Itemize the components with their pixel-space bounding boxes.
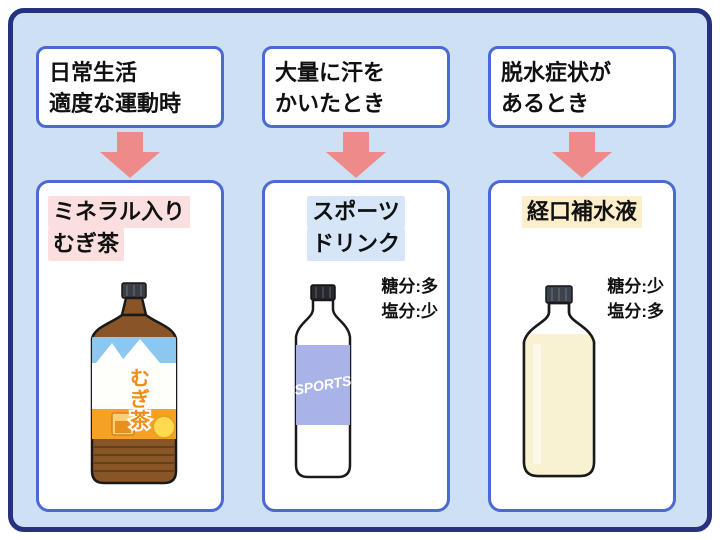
label-white-stripe <box>92 363 176 409</box>
liquid-highlight <box>533 344 541 464</box>
tea-glass-illustration <box>111 412 135 436</box>
drink-title: スポーツ ドリンク <box>265 196 447 261</box>
situation-box: 日常生活 適度な運動時 <box>36 46 224 128</box>
column-daily-life: 日常生活 適度な運動時 ミネラル入り むぎ茶 <box>36 13 224 527</box>
situation-line: 脱水症状が <box>501 60 612 85</box>
bottle-label <box>296 345 350 425</box>
drink-box: スポーツ ドリンク 糖分:多 塩分:少 <box>262 180 450 512</box>
situation-line: あるとき <box>501 90 590 116</box>
column-heavy-sweating: 大量に汗を かいたとき スポーツ ドリンク 糖分:多 塩分:少 <box>262 13 450 527</box>
drink-title-line: スポーツ <box>307 196 405 229</box>
barley-tea-bottle-illustration: む ぎ 茶 <box>90 282 178 485</box>
mountain-shape <box>120 339 160 363</box>
down-arrow-icon <box>326 132 386 178</box>
bottle-cap <box>310 284 336 301</box>
down-arrow-icon <box>100 132 160 178</box>
nutrient-line: 塩分:多 <box>607 301 664 321</box>
nutrient-line: 糖分:多 <box>381 277 438 296</box>
drink-box: 経口補水液 糖分:少 塩分:多 <box>488 180 676 512</box>
nutrient-info: 糖分:少 塩分:多 <box>607 275 664 324</box>
bottle-ribs <box>94 446 174 472</box>
situation-box: 脱水症状が あるとき <box>488 46 676 128</box>
label-badge <box>152 415 176 439</box>
situation-line: 適度な運動時 <box>49 90 182 116</box>
nutrient-line: 塩分:少 <box>381 301 438 321</box>
nutrient-line: 糖分:少 <box>607 277 664 296</box>
situation-box: 大量に汗を かいたとき <box>262 46 450 128</box>
drink-title: 経口補水液 <box>491 196 673 229</box>
down-arrow-icon <box>552 132 612 178</box>
bottle-neck <box>120 296 148 317</box>
situation-line: 日常生活 <box>49 60 138 85</box>
bottle-cap <box>545 285 573 304</box>
bottle-outline-overlay <box>522 301 596 478</box>
drink-box: ミネラル入り むぎ茶 <box>36 180 224 512</box>
drink-title: ミネラル入り むぎ茶 <box>39 196 221 261</box>
drink-title-line: むぎ茶 <box>48 228 125 261</box>
sports-drink-bottle-illustration: SPORTS <box>293 284 353 479</box>
bottle-cap <box>121 282 147 299</box>
mountain-shape <box>96 343 126 363</box>
nutrient-info: 糖分:多 塩分:少 <box>381 275 438 324</box>
down-arrow-shape <box>100 132 160 178</box>
label-char: ぎ <box>130 387 150 411</box>
down-arrow-shape <box>552 132 612 178</box>
oral-rehydration-bottle-illustration <box>522 285 596 478</box>
frame: 日常生活 適度な運動時 ミネラル入り むぎ茶 <box>8 8 712 532</box>
column-dehydration: 脱水症状が あるとき 経口補水液 糖分:少 塩分:多 <box>488 13 676 527</box>
label-char: 茶 <box>130 409 151 432</box>
label-char: む <box>130 368 150 390</box>
drink-title-line: ミネラル入り <box>48 196 191 229</box>
situation-line: 大量に汗を <box>275 60 386 85</box>
drink-title-line: ドリンク <box>306 228 405 261</box>
down-arrow-shape <box>326 132 386 178</box>
drink-title-line: 経口補水液 <box>521 196 642 229</box>
situation-line: かいたとき <box>275 90 386 116</box>
label-vertical-text: む ぎ 茶 <box>128 366 153 434</box>
